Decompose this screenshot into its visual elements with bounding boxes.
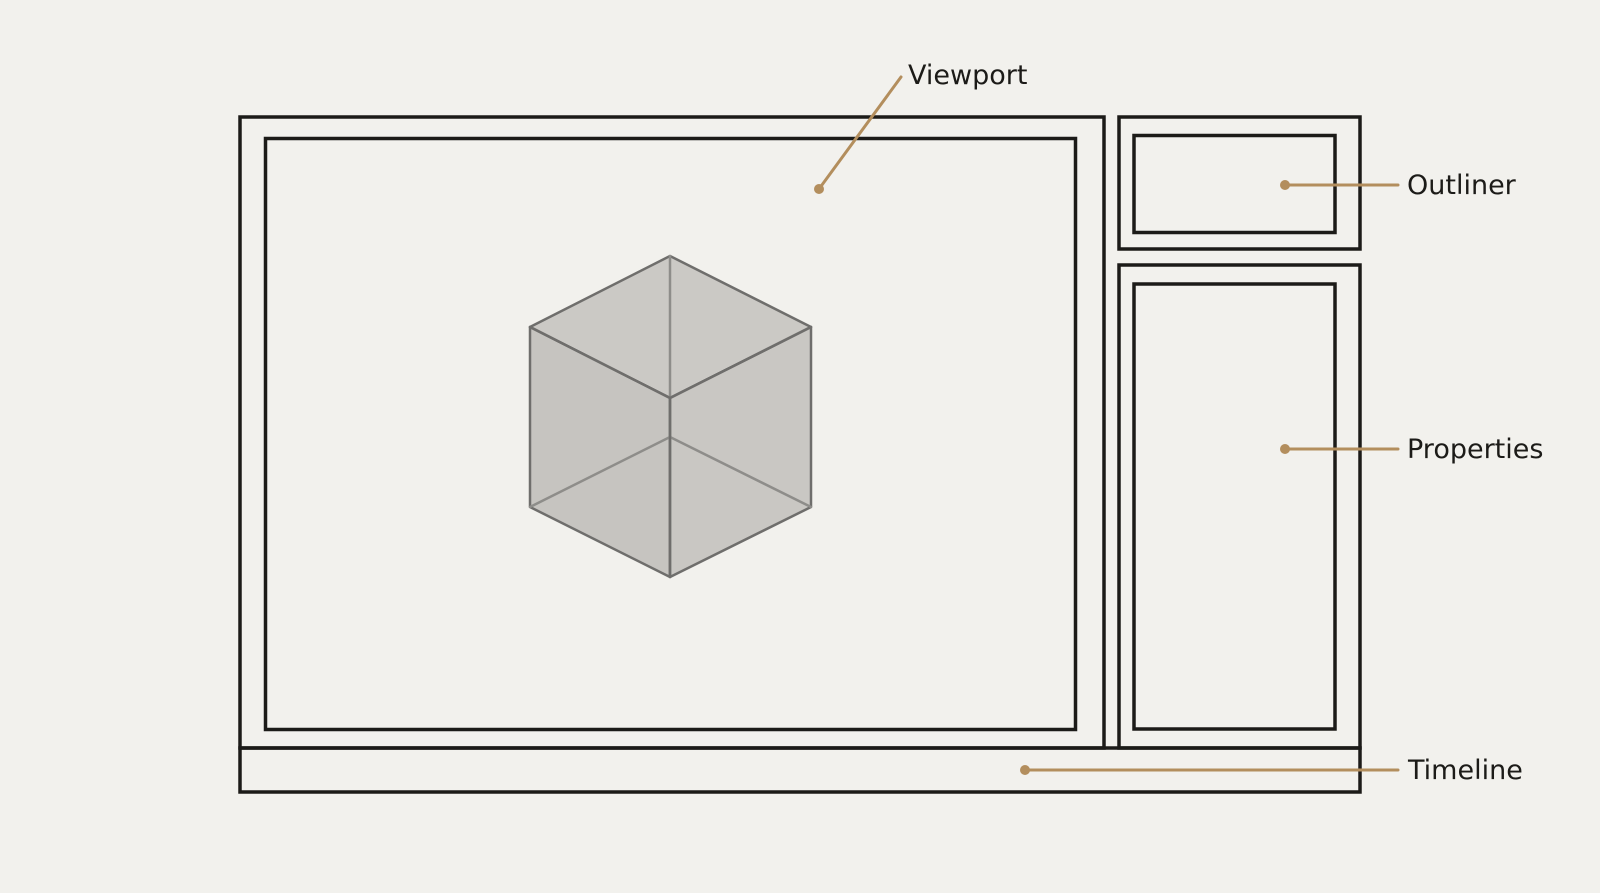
outliner-anchor-dot [1280,180,1290,190]
callout-properties: Properties [1280,434,1543,465]
callout-outliner: Outliner [1280,170,1517,201]
viewport-label: Viewport [908,60,1027,91]
callout-viewport: Viewport [814,60,1027,194]
cube-front-edge-right [668,325,813,400]
cube-front-edge-left [528,325,672,400]
properties-panel [1132,282,1337,731]
outliner-frame [1117,115,1362,251]
cube-hidden-edge-right [668,435,813,509]
viewport-panel [263,136,1078,732]
wireframe-cube-icon [528,254,813,579]
properties-frame [1117,263,1362,750]
timeline-anchor-dot [1020,765,1030,775]
outliner-label: Outliner [1407,170,1517,201]
viewport-leader-line [817,75,903,191]
properties-label: Properties [1407,434,1543,465]
cube-hidden-edge-left [528,435,672,509]
timeline-label: Timeline [1407,755,1523,786]
viewport-anchor-dot [814,184,824,194]
properties-anchor-dot [1280,444,1290,454]
callout-timeline: Timeline [1020,755,1523,786]
